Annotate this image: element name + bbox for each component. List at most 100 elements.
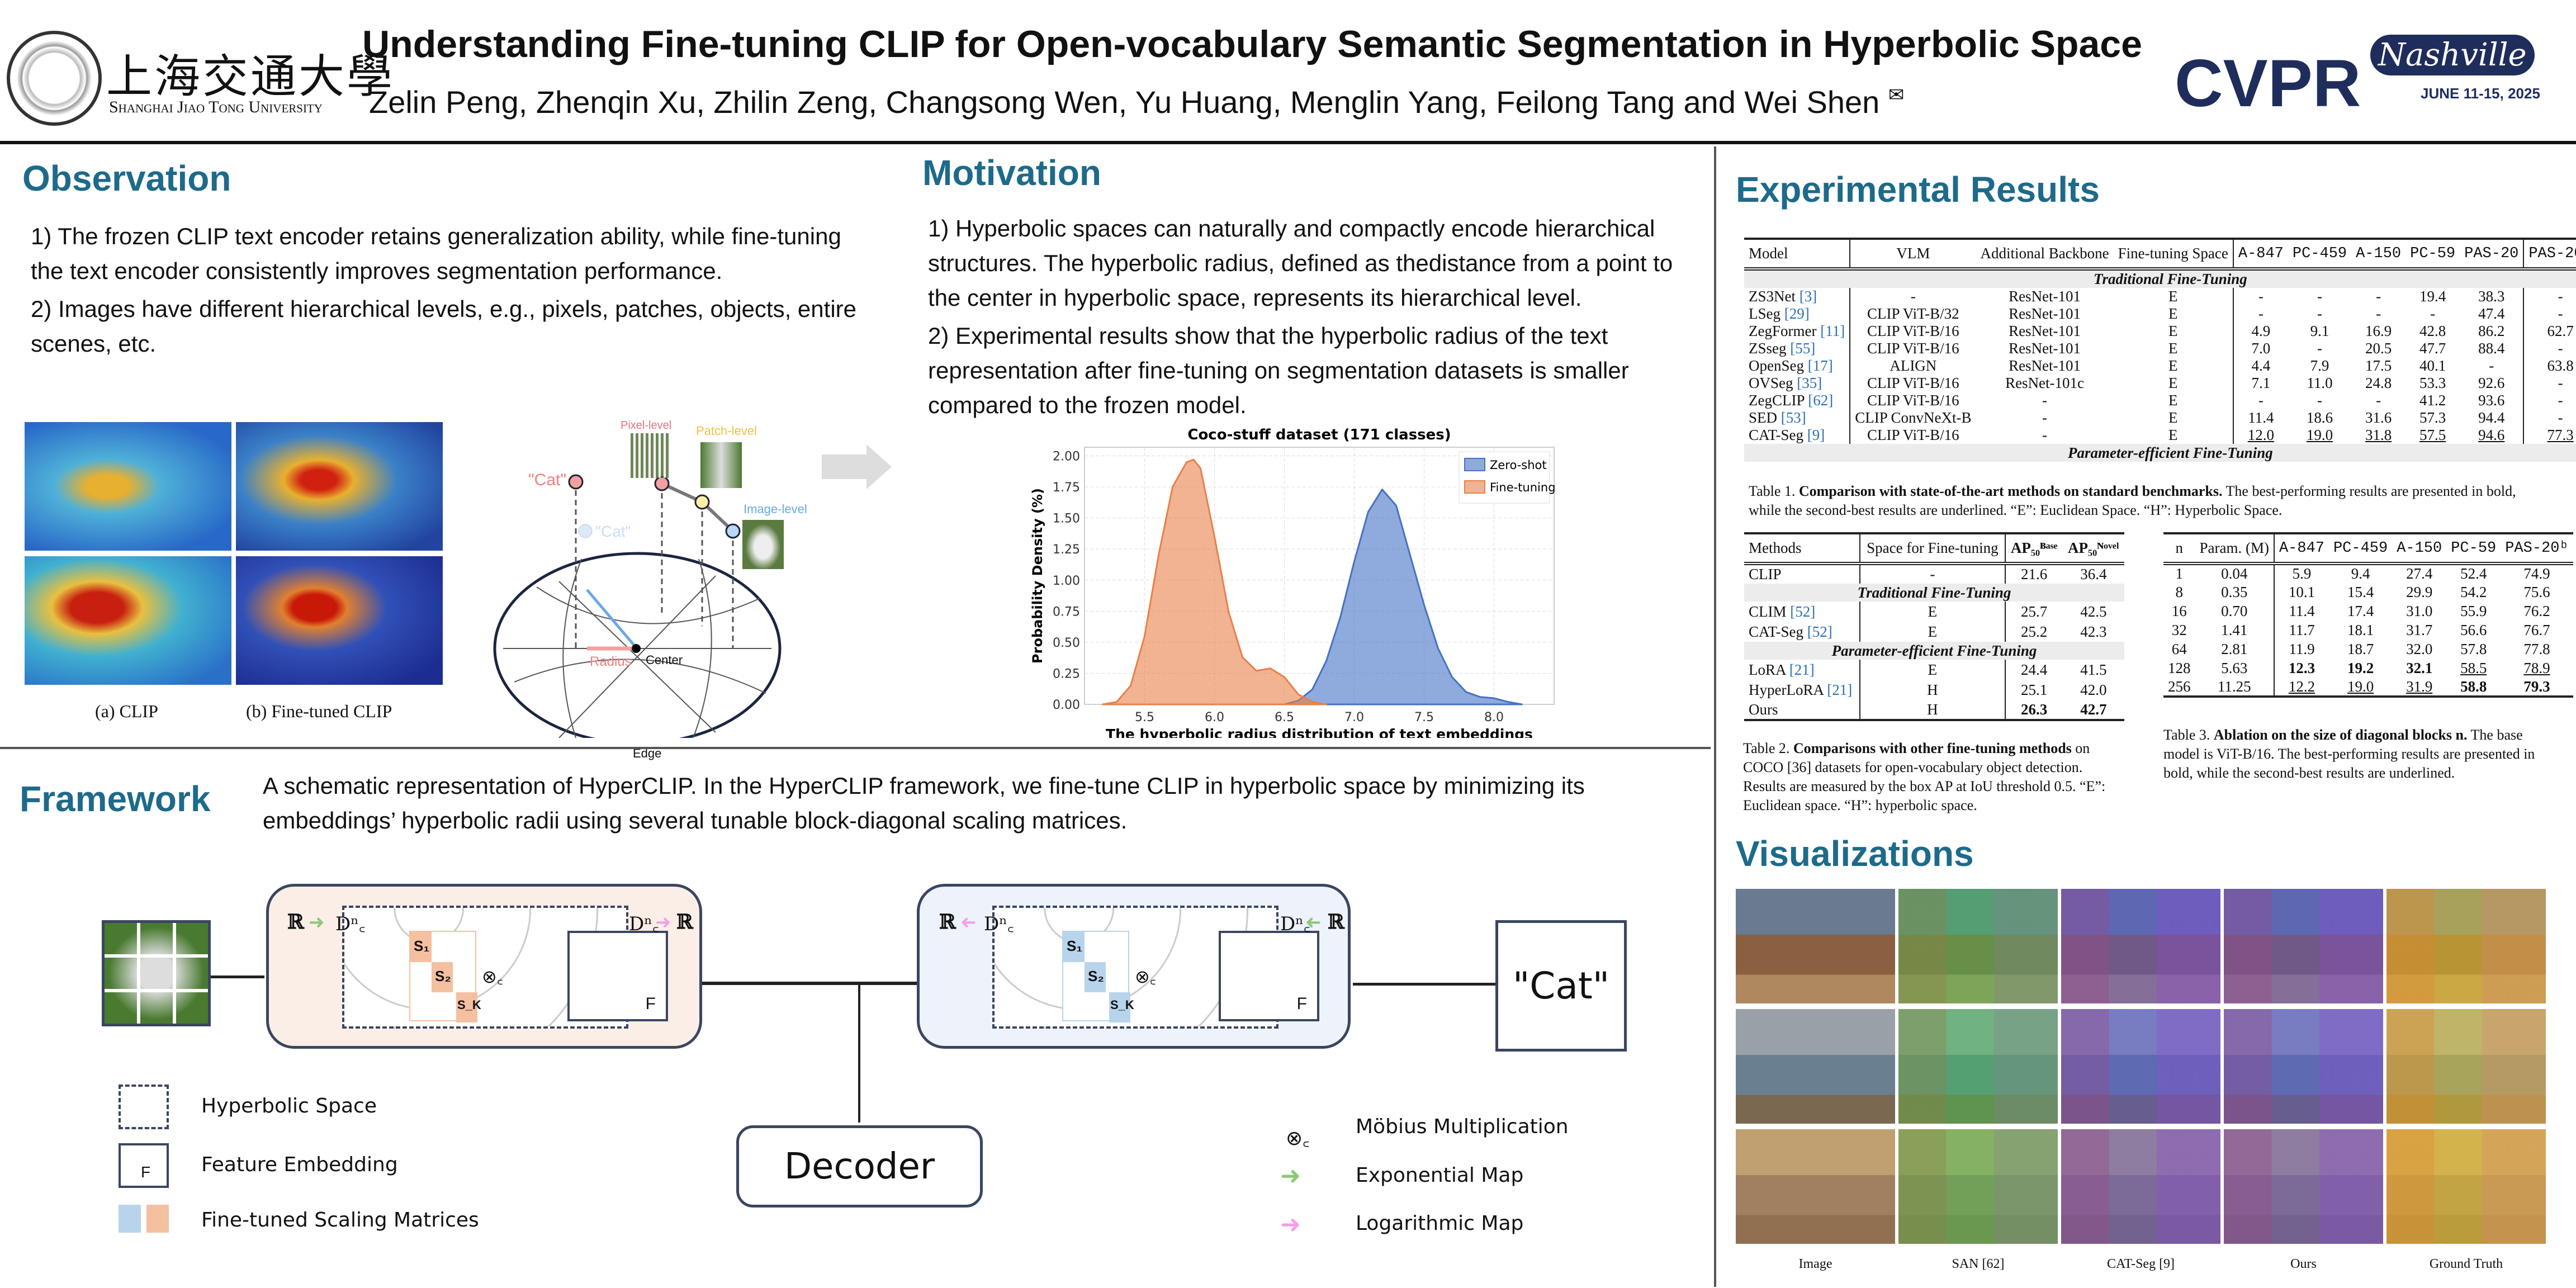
model-label: CLIP <box>1749 566 1782 583</box>
scaling-matrix-left: S₁ S₂ S_K <box>409 931 481 1022</box>
table-cell: 0.04 <box>2221 565 2248 582</box>
column-header: VLM <box>1849 239 1976 269</box>
framework-heading: Framework <box>20 779 211 819</box>
table-cell: 94.6 <box>2478 427 2505 443</box>
table-cell: 62.7 <box>2523 323 2576 340</box>
table-cell: E <box>1859 602 2005 622</box>
x-tick-label: 7.5 <box>1414 711 1434 724</box>
column-header: PC-59 <box>2410 245 2456 262</box>
table-cell: 7.1 <box>2232 375 2288 392</box>
table-cell: 11.25 <box>2217 678 2251 695</box>
university-name-en: Shanghai Jiao Tong University <box>109 98 323 116</box>
table-cell: - <box>2489 357 2494 374</box>
table-cell: CLIP ConvNeXt-B <box>1849 409 1976 427</box>
table-cell: E <box>2168 409 2178 426</box>
table-cell: 88.4 <box>2478 340 2505 357</box>
table-cell: 77.8 <box>2523 640 2550 657</box>
section-row: Parameter-efficient Fine-Tuning <box>1744 444 2576 462</box>
table-cell: 11.4 <box>2232 409 2288 427</box>
exp-map-arrow-icon: ➜ <box>1280 1162 1301 1190</box>
column-header: AP₅₀ᴺᵒᵛᵉˡ <box>2068 539 2119 556</box>
feature-f-label: F <box>645 995 656 1013</box>
table-cell: 19.0 <box>2306 427 2333 443</box>
cat-image <box>742 520 784 569</box>
visualization-column-label: Image <box>1798 1257 1832 1271</box>
table-cell: 57.8 <box>2460 640 2487 657</box>
caption-label: Table 2. <box>1743 740 1790 756</box>
table-cell: E <box>2168 340 2178 357</box>
model-label: SED <box>1749 409 1778 426</box>
table-cell: 92.6 <box>2478 375 2505 391</box>
decoder-label: Decoder <box>784 1145 935 1187</box>
table-cell: 7.0 <box>2232 340 2288 357</box>
model-name: SED [53] <box>1744 409 1850 427</box>
table1-caption: Table 1. Comparison with state-of-the-ar… <box>1749 482 2542 520</box>
visualization-image <box>1898 1129 2058 1244</box>
arrow-to-decoder <box>858 983 860 1123</box>
visualization-image <box>2224 1129 2383 1244</box>
model-label: ZegFormer <box>1749 323 1817 339</box>
cat-label-blue: "Cat" <box>595 523 631 540</box>
table-cell: 42.5 <box>2080 603 2107 620</box>
model-label: LSeg <box>1749 305 1781 322</box>
s2-label: S₂ <box>1088 968 1104 984</box>
model-name: Ours <box>1744 700 1860 720</box>
visualization-image <box>2061 1129 2220 1244</box>
caption-bold: Comparisons with other fine-tuning metho… <box>1793 740 2072 756</box>
observation-point-2: 2) Images have different hierarchical le… <box>31 296 856 357</box>
legend-mobius-label: Möbius Multiplication <box>1356 1115 1569 1138</box>
mobius-icon: ⊗꜀ <box>1286 1127 1310 1150</box>
table-cell: E <box>1859 660 2005 680</box>
table-cell: 4.4 <box>2232 357 2288 375</box>
feature-f-label: F <box>141 1163 151 1181</box>
visualization-column-label: CAT-Seg [9] <box>2106 1257 2175 1271</box>
table-cell: - <box>2376 305 2381 322</box>
scaling-matrix-right: S₁ S₂ S_K <box>1062 931 1134 1022</box>
visualization-image <box>2061 889 2220 1003</box>
table-cell: 5.9 <box>2273 564 2329 583</box>
citation-link: [55] <box>1790 340 1816 357</box>
table-cell: 11.0 <box>2307 375 2333 391</box>
sk-label: S_K <box>457 998 481 1012</box>
table-cell: 57.3 <box>2419 409 2446 426</box>
mobius-symbol-left: ⊗꜀ <box>482 967 503 987</box>
table-cell: 93.6 <box>2478 392 2505 409</box>
column-header: PC-459 <box>2333 539 2388 557</box>
column-header: A-847 <box>2273 533 2329 564</box>
caption-label: Table 3. <box>2163 727 2210 743</box>
university-name-cn: 上海交通大學 <box>106 51 395 102</box>
table-cell: 25.1 <box>2004 680 2063 700</box>
framework-description: A schematic representation of HyperCLIP.… <box>263 773 1585 834</box>
model-label: HyperLoRA <box>1749 681 1824 698</box>
model-name: CLIP <box>1744 564 1860 584</box>
model-label: ZS3Net <box>1749 288 1796 305</box>
table-cell: CLIP ViT-B/16 <box>1849 323 1976 340</box>
table-cell: 17.5 <box>2365 357 2392 374</box>
table-cell: - <box>2232 392 2288 409</box>
table-cell: E <box>2168 392 2178 409</box>
heatmap-clip-2 <box>25 556 231 685</box>
table-cell: CLIP ViT-B/16 <box>1849 392 1976 409</box>
table-cell: 16 <box>2171 602 2187 619</box>
x-tick-label: 6.5 <box>1275 711 1294 724</box>
column-header: A-847 <box>2232 239 2288 269</box>
s2-label: S₂ <box>435 968 451 984</box>
y-tick-label: 1.25 <box>1053 543 1080 557</box>
table-cell: 27.4 <box>2406 565 2433 582</box>
table-cell: - <box>2317 340 2322 357</box>
motivation-heading: Motivation <box>922 153 1101 193</box>
table-cell: - <box>2042 427 2048 443</box>
visualization-image <box>1736 1009 1895 1124</box>
observation-heading: Observation <box>22 158 231 198</box>
